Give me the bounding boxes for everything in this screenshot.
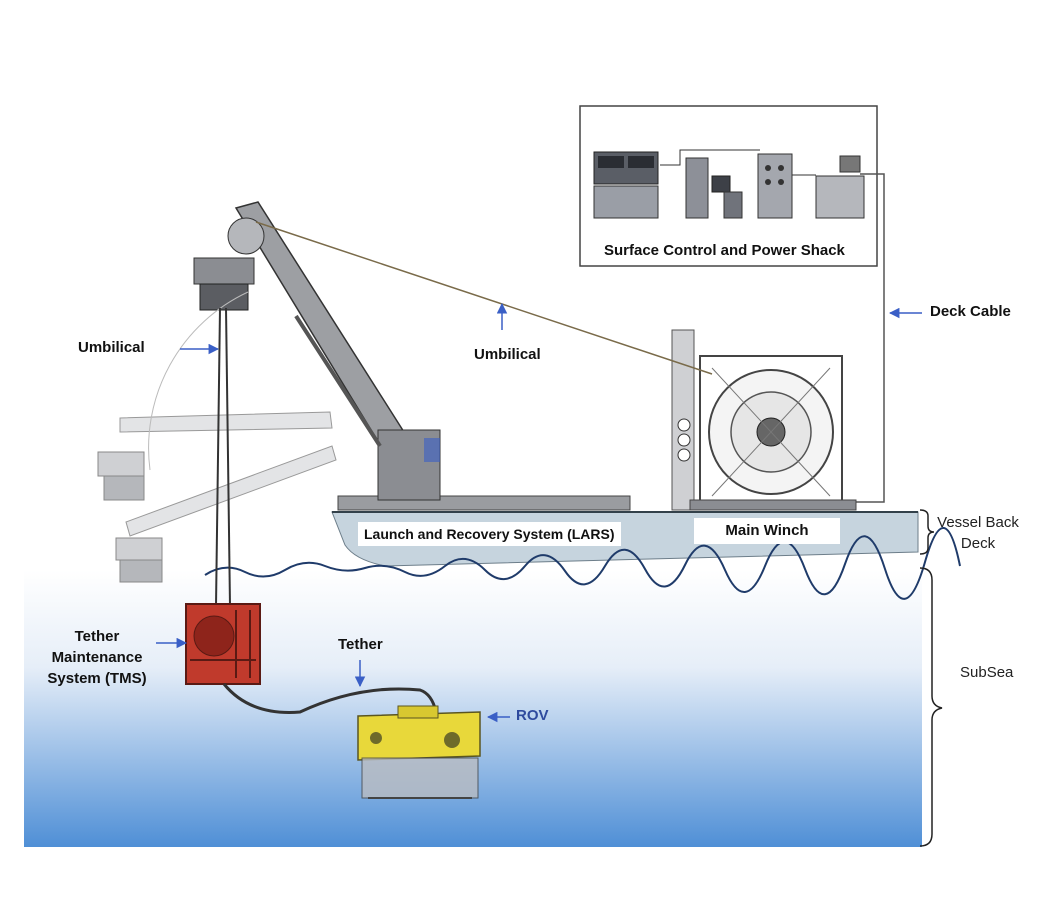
label-main-winch: Main Winch: [694, 518, 840, 544]
tms-drawing: [185, 603, 261, 685]
brace-vessel-deck: [919, 509, 935, 555]
label-umbilical-left: Umbilical: [78, 339, 145, 356]
label-rov: ROV: [516, 707, 549, 724]
label-tms-line1: Tether: [74, 628, 120, 645]
brace-subsea: [919, 567, 943, 847]
label-deck-cable: Deck Cable: [930, 303, 1011, 320]
tether-line: [222, 683, 438, 714]
label-tms: Tether Maintenance System (TMS): [38, 628, 156, 688]
label-vessel-back-deck-line1: Vessel Back: [937, 514, 1019, 531]
label-shack: Surface Control and Power Shack: [604, 242, 845, 259]
subsea-water: [24, 570, 922, 847]
label-tms-line2: Maintenance: [51, 649, 143, 666]
label-umbilical-center: Umbilical: [474, 346, 541, 363]
umbilical-vertical-line-b: [225, 307, 231, 607]
control-shack: [579, 105, 878, 267]
label-subsea: SubSea: [960, 664, 1014, 681]
deck-cable: [842, 173, 885, 503]
umbilical-vertical-line-a: [215, 307, 221, 607]
rov-drawing: [357, 705, 481, 799]
label-tether: Tether: [338, 636, 383, 653]
label-tms-line3: System (TMS): [47, 670, 147, 687]
umbilical-top-line: [255, 221, 713, 375]
label-vessel-back-deck: Vessel Back Deck: [936, 514, 1020, 553]
lars-drawing: [97, 201, 631, 583]
waterline: [204, 527, 961, 600]
label-vessel-back-deck-line2: Deck: [960, 535, 996, 552]
label-lars: Launch and Recovery System (LARS): [358, 522, 621, 546]
main-winch-drawing: [671, 329, 857, 511]
